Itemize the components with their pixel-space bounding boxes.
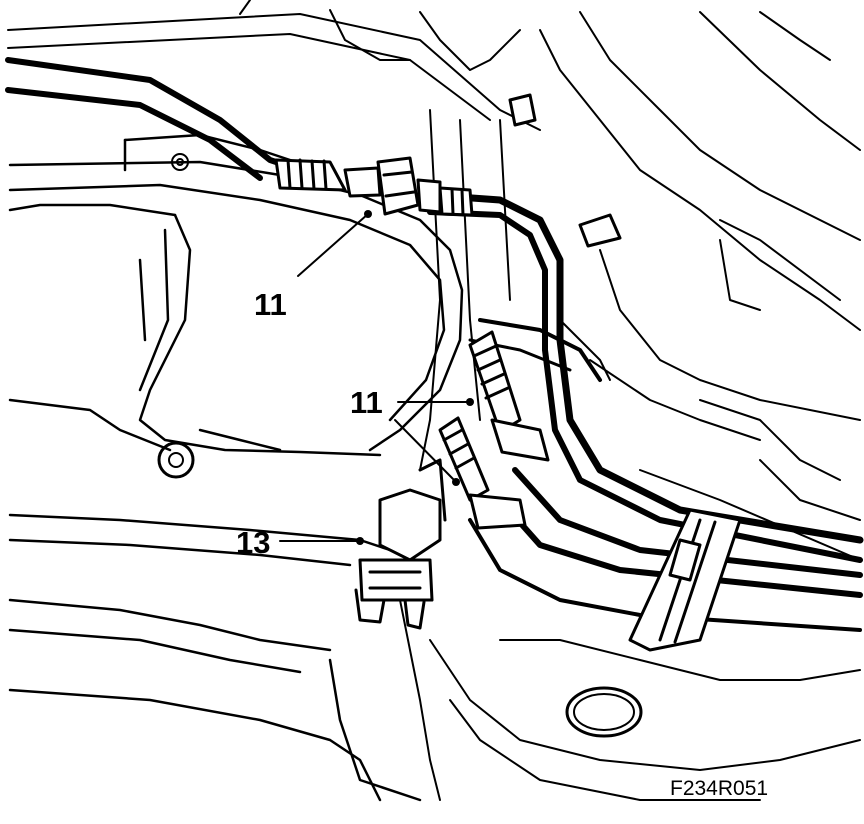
callout-11-upper: 11 (254, 287, 287, 322)
floor-panel (379, 559, 861, 801)
body-panels (7, 0, 861, 561)
callout-11-lower: 11 (350, 385, 383, 420)
callout-13: 13 (236, 525, 271, 560)
upper-connector (274, 156, 474, 217)
harness-clip (628, 508, 742, 652)
hose-clip (508, 93, 622, 248)
bracket-connector (354, 458, 447, 630)
leader-dots (356, 210, 474, 545)
leader-lines (279, 213, 471, 542)
figure-code: F234R051 (670, 777, 769, 800)
lower-connector (438, 330, 550, 530)
fixings (157, 153, 643, 738)
tank-housing (8, 133, 464, 802)
